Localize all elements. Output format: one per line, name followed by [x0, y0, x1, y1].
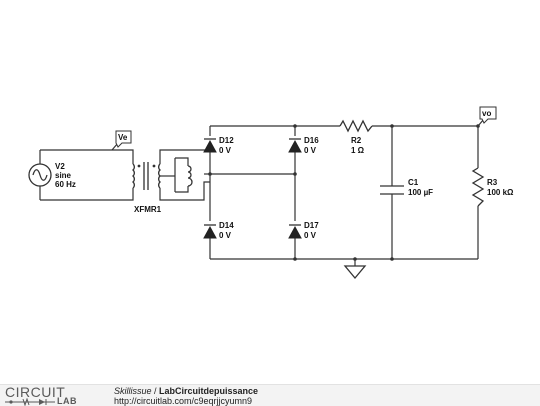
diode-d14-value: 0 V	[219, 231, 232, 240]
resistor-r2-value: 1 Ω	[351, 146, 365, 155]
logo-wordmark-lab: LAB	[57, 396, 77, 406]
junction-dots	[208, 124, 480, 261]
resistor-r3-symbol	[471, 167, 485, 207]
input-probe-flag[interactable]: Ve	[115, 130, 132, 148]
ground-icon	[343, 265, 367, 280]
resistor-r3-name: R3	[487, 178, 498, 187]
diode-d14-symbol	[203, 224, 217, 239]
transformer-name: XFMR1	[134, 205, 162, 214]
resistor-r3-value: 100 kΩ	[487, 188, 514, 197]
attribution-separator: /	[151, 386, 160, 396]
transformer-symbol	[132, 162, 193, 190]
input-probe-label: Ve	[118, 133, 128, 142]
logo-wordmark-bottom: LAB	[5, 396, 97, 406]
footer-bar: CIRCUIT LAB Skillissue / LabCircuitdepui…	[0, 384, 540, 406]
source-frequency: 60 Hz	[55, 180, 76, 189]
diode-d12-name: D12	[219, 136, 234, 145]
wires	[39, 118, 485, 266]
source-type: sine	[55, 171, 72, 180]
output-probe-flag[interactable]: vo	[479, 106, 497, 124]
diode-d16-symbol	[288, 138, 302, 153]
capacitor-c1-name: C1	[408, 178, 419, 187]
source-name: V2	[55, 162, 65, 171]
circuitlab-logo[interactable]: CIRCUIT LAB	[5, 385, 97, 406]
diode-d12-value: 0 V	[219, 146, 232, 155]
circuit-url-link[interactable]: http://circuitlab.com/c9eqrjjcyumn9	[114, 396, 253, 406]
logo-circuit-trace-icon	[5, 398, 55, 406]
circuit-schematic: V2 sine 60 Hz Ve XFMR1 D12 0 V D16 0 V D…	[28, 106, 514, 280]
diode-d17-symbol	[288, 224, 302, 239]
diode-d12-symbol	[203, 138, 217, 153]
diode-d16-name: D16	[304, 136, 319, 145]
diode-d14-name: D14	[219, 221, 234, 230]
circuit-title-link[interactable]: LabCircuitdepuissance	[159, 386, 259, 396]
footer-attribution: Skillissue / LabCircuitdepuissance	[114, 386, 258, 396]
resistor-r2-symbol	[339, 119, 373, 133]
output-probe-label: vo	[482, 109, 491, 118]
diode-d17-name: D17	[304, 221, 319, 230]
diode-d16-value: 0 V	[304, 146, 317, 155]
capacitor-c1-value: 100 µF	[408, 188, 433, 197]
resistor-r2-name: R2	[351, 136, 362, 145]
sine-source-symbol	[28, 163, 52, 187]
author-link[interactable]: Skillissue	[114, 386, 152, 396]
logo-wordmark-top: CIRCUIT	[5, 384, 66, 400]
capacitor-c1-symbol	[380, 185, 404, 195]
diode-d17-value: 0 V	[304, 231, 317, 240]
